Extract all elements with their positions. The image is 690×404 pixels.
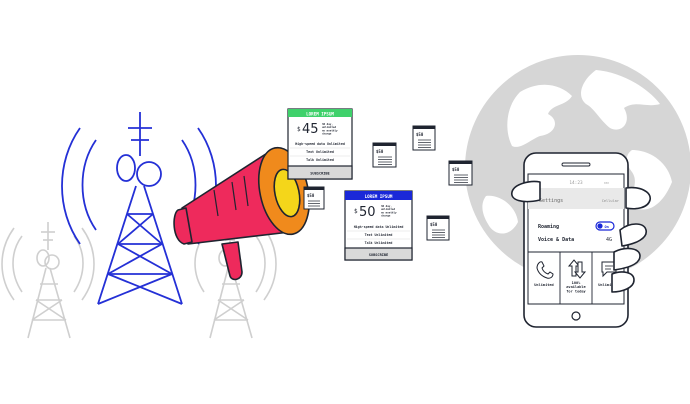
plan-card-1-title: LOREM IPSUM	[306, 112, 334, 117]
plan-card-2-note-3: no monthly	[381, 210, 397, 214]
mini-card-3-price: $50	[416, 132, 424, 137]
roaming-toggle[interactable]: On	[595, 221, 615, 231]
home-button[interactable]	[571, 311, 581, 321]
plan-card-1-note-1: 30 day,	[322, 122, 333, 126]
plan-card-1-subscribe-label: SUBSCRIBE	[310, 172, 329, 176]
plan-card-2-note-1: 30 day,	[381, 204, 392, 208]
mini-card-2-price: $50	[376, 149, 384, 154]
plan-card-2-header	[345, 191, 412, 200]
plan-card-2-currency: $	[354, 208, 358, 215]
roaming-label: Roaming	[538, 224, 559, 230]
tile-calls-label: Unlimited	[534, 283, 553, 287]
mini-card-4[interactable]: $50	[448, 160, 473, 186]
phone: 14:23 ▂▄▆ ▭▭ < Settings Cellular Roaming…	[523, 152, 629, 328]
plan-card-2[interactable]: LOREM IPSUM $ 50 30 day, unlimited no mo…	[344, 190, 413, 261]
data-arrows-icon	[567, 259, 587, 279]
battery-icon: ▭▭	[604, 180, 609, 185]
plan-card-2-note-2: unlimited	[381, 207, 395, 211]
plan-card-1-note-3: no monthly	[322, 128, 338, 132]
plan-card-1[interactable]: LOREM IPSUM $ 45 30 day, unlimited no mo…	[287, 108, 353, 180]
settings-header	[528, 188, 624, 209]
voice-data-value[interactable]: 4G	[606, 237, 612, 243]
plan-card-1-header	[288, 109, 352, 117]
tower-icon-grey-left	[1, 222, 95, 339]
plan-card-2-price: 50	[359, 205, 376, 220]
plan-card-1-feature-3: Talk Unlimited	[306, 158, 334, 162]
plan-card-1-note-4: charge	[322, 132, 332, 136]
tile-calls[interactable]: Unlimited	[534, 261, 554, 287]
settings-header-right: Cellular	[602, 199, 620, 203]
plan-card-2-title: LOREM IPSUM	[365, 194, 393, 199]
phone-icon	[536, 261, 554, 279]
mini-card-5[interactable]: $50	[426, 215, 450, 241]
plan-card-2-feature-3: Talk Unlimited	[365, 241, 393, 245]
plan-card-1-feature-2: Text Unlimited	[306, 150, 334, 154]
roaming-toggle-label: On	[605, 225, 609, 229]
mini-card-5-price: $50	[430, 222, 438, 227]
plan-card-2-subscribe-button[interactable]	[344, 247, 413, 261]
mini-card-3[interactable]: $50	[412, 125, 436, 151]
plan-card-2-feature-2: Text Unlimited	[365, 233, 393, 237]
mini-card-1[interactable]: $50	[303, 186, 325, 210]
hand-icon	[511, 180, 651, 293]
plan-card-2-subscribe-label: SUBSCRIBE	[369, 253, 388, 257]
back-button[interactable]: < Settings	[533, 198, 563, 204]
megaphone-icon	[173, 146, 310, 281]
plan-card-1-feature-1: High-speed data Unlimited	[295, 142, 345, 146]
tile-messages-label: Unlimited	[598, 283, 617, 287]
plan-card-1-currency: $	[297, 126, 301, 133]
status-time: 14:23	[569, 180, 583, 186]
plan-card-2-feature-1: High-speed data Unlimited	[354, 225, 404, 229]
phone-speaker	[561, 162, 591, 167]
plan-card-1-subscribe-button[interactable]	[287, 165, 353, 180]
mini-card-2[interactable]: $50	[372, 142, 397, 168]
mini-card-4-price: $50	[452, 167, 460, 172]
mini-card-1-price: $50	[307, 193, 315, 198]
voice-data-label: Voice & Data	[538, 237, 574, 243]
plan-card-1-price: 45	[302, 122, 319, 137]
plan-card-2-note-4: charge	[381, 214, 391, 218]
plan-card-1-note-2: unlimited	[322, 125, 336, 129]
